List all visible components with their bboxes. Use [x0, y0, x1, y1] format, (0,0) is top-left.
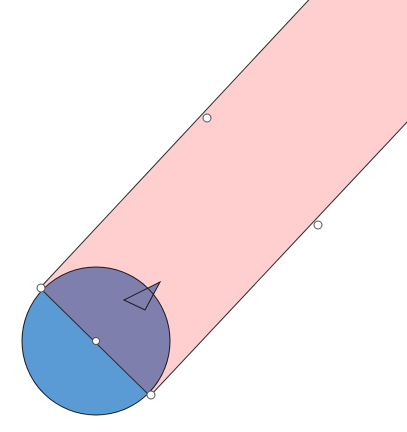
center-handle[interactable] [92, 337, 100, 345]
resize-handle-bottom-left[interactable] [146, 390, 156, 400]
callout-pointer [122, 280, 162, 311]
resize-handle-top-left[interactable] [36, 283, 46, 293]
band-edge-bottom [149, 121, 407, 397]
circle-outline [21, 266, 171, 416]
resize-handle-right-mid[interactable] [313, 220, 323, 230]
band-edge-top [39, 0, 310, 289]
resize-handle-top-mid[interactable] [202, 113, 212, 123]
